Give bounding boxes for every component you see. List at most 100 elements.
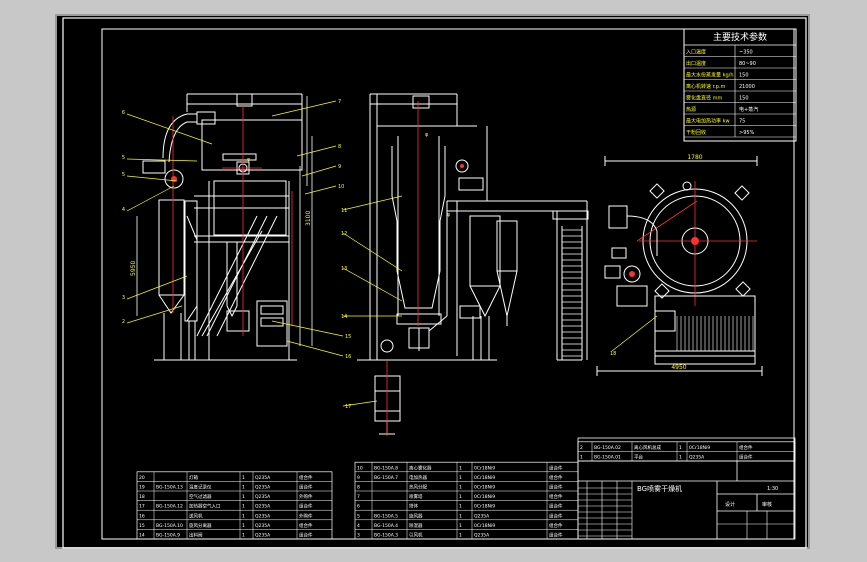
bom-cell: Q235A: [255, 485, 271, 491]
param-value: 150: [739, 96, 749, 102]
bom-cell: 20: [139, 475, 145, 481]
bom-cell: 组合件: [549, 493, 563, 500]
stairs: [561, 226, 583, 360]
bom-cell: BG-150A.12: [156, 504, 183, 510]
bom-cell: 5: [357, 513, 360, 519]
bom-cell: 0Cr18Ni9: [689, 445, 710, 451]
drawing-title: BG喷雾干燥机: [637, 484, 682, 493]
bom-cell: 组合件: [549, 503, 563, 510]
param-label: 雾化盘直径 mm: [686, 95, 722, 102]
bom-cell: 1: [242, 485, 245, 491]
param-label: 最大电加热功率 kw: [686, 118, 730, 125]
bom-cell: 1: [679, 445, 682, 451]
param-value: 150: [739, 73, 749, 79]
plan-view: [596, 156, 763, 376]
bom-cell: 8: [357, 485, 360, 491]
bom-cell: 组合件: [299, 503, 313, 510]
bom-cell: 组合件: [299, 474, 313, 481]
bom-cell: Q235A: [255, 533, 271, 539]
title-checker: 审核: [762, 501, 772, 508]
callout-label: 12: [341, 231, 347, 237]
callout-label: 2: [122, 319, 125, 325]
title-designer: 设计: [725, 501, 735, 508]
bom-cell: 除湿器: [409, 522, 423, 529]
bom-cell: 外购件: [299, 512, 313, 519]
bom-cell: 1: [459, 504, 462, 510]
bom-cell: BG-150A.10: [156, 523, 183, 529]
callout-label: 11: [341, 208, 347, 214]
bom-cell: 4: [357, 523, 360, 529]
param-value: 电+蒸汽: [739, 106, 758, 113]
bom-cell: Q235A: [474, 513, 490, 519]
outer-border: [62, 17, 807, 549]
filter-box: [201, 119, 303, 171]
callout-label: 16: [345, 354, 351, 360]
svg-text:φ: φ: [425, 132, 429, 138]
bom-cell: BG-150A.9: [156, 533, 180, 539]
bom-cell: 组合件: [549, 484, 563, 491]
param-label: 出口温度: [686, 60, 706, 67]
callout-label: 5: [122, 155, 125, 161]
cyclone-cone: [158, 294, 185, 314]
bom-cell: 16: [139, 513, 145, 519]
bom-cell: Q235A: [255, 513, 271, 519]
title-block: [577, 437, 796, 540]
bom-cell: 外购件: [299, 493, 313, 500]
spray-tower: [357, 93, 512, 436]
bom-cell: 10: [357, 465, 363, 471]
bom-cell: 0Cr18Ni9: [474, 465, 495, 471]
bom-cell: BG-150A.5: [374, 513, 398, 519]
stair-rungs: [562, 229, 582, 357]
callout-label: 6: [122, 110, 125, 116]
control-cabinet: [256, 300, 288, 347]
cyclone-right-1: [469, 215, 501, 287]
param-label: 离心机转速 r.p.m: [686, 83, 726, 90]
drawing-scale: 1:30: [767, 486, 778, 492]
bom-cell: 灯箱: [189, 474, 198, 481]
param-label: 最大水份蒸发量 kg/h: [686, 72, 734, 79]
bom-cell: Q235A: [255, 494, 271, 500]
bom-cell: 18: [139, 494, 145, 500]
dim-width-plan: 4950: [671, 364, 686, 371]
callout-label: 7: [338, 99, 341, 105]
bom-cell: Q235A: [255, 523, 271, 529]
bom-cell: 引风机: [409, 532, 423, 539]
bom-cell: 17: [139, 504, 145, 510]
callout-label: 3: [122, 295, 125, 301]
bom-cell: BG-150A.8: [374, 465, 398, 471]
leader-lines: [126, 100, 658, 407]
dim-width-side: 1780: [687, 154, 702, 161]
bom-cell: BG-150A.7: [374, 475, 398, 481]
bom-cell: 1: [242, 523, 245, 529]
callout-label: 17: [345, 404, 351, 410]
callout-label: 5: [122, 172, 125, 178]
param-value: >95%: [739, 130, 755, 136]
bom-cell: 组合件: [739, 444, 753, 451]
bom-cell: BG-150A.02: [594, 445, 621, 451]
callout-label: 10: [338, 184, 344, 190]
bom-cell: 0Cr18Ni9: [474, 504, 495, 510]
bom-cell: 3: [357, 533, 360, 539]
bom-cell: Q235A: [689, 455, 705, 461]
bom-cell: 0Cr18Ni9: [474, 485, 495, 491]
param-label: 干粉回收: [686, 129, 706, 136]
bom-cell: 组合件: [299, 522, 313, 529]
bom-cell: 组合件: [299, 484, 313, 491]
plan-fan: [623, 265, 641, 283]
bom-cell: 7: [357, 494, 360, 500]
callout-label: 9: [338, 164, 341, 170]
cyclone-body: [158, 199, 185, 296]
bom-cell: 电加热器: [409, 474, 427, 481]
bom-cell: 离心雾化器: [409, 464, 432, 471]
bom-cell: 0Cr18Ni9: [474, 475, 495, 481]
bom-cell: BG-150A.4: [374, 523, 398, 529]
cyclone-platform: [462, 200, 589, 361]
bom-cell: 0Cr18Ni9: [474, 494, 495, 500]
tower-bottom: [396, 313, 442, 325]
